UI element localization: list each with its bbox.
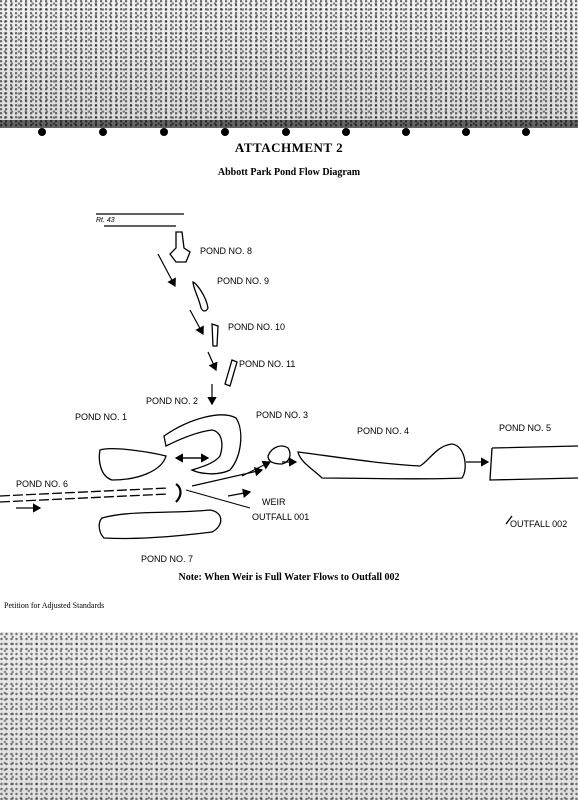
pond-7-label: POND NO. 7 — [141, 554, 194, 564]
binder-hole — [462, 128, 470, 136]
flow-arrow-10-11 — [207, 351, 218, 372]
binder-hole — [221, 128, 229, 136]
binder-holes — [0, 128, 578, 138]
pond-2-shape — [163, 414, 242, 475]
pond-4-shape — [297, 443, 466, 480]
flow-note: Note: When Weir is Full Water Flows to O… — [178, 572, 400, 583]
flow-arrow-to-outfall-001 — [227, 488, 252, 499]
pond-1-label: POND NO. 1 — [75, 412, 128, 422]
pond-4-label: POND NO. 4 — [357, 426, 410, 436]
weir-shape — [175, 483, 182, 503]
attachment-title: ATTACHMENT 2 — [234, 140, 344, 155]
outfall-002-marker — [505, 515, 513, 525]
binder-hole — [342, 128, 350, 136]
pond-9-label: POND NO. 9 — [217, 276, 270, 286]
outfall-002-label: OUTFALL 002 — [510, 519, 568, 529]
weir-label: WEIR — [262, 497, 286, 507]
binder-hole — [282, 128, 290, 136]
pond-3-label: POND NO. 3 — [256, 410, 309, 420]
scan-noise-bottom — [0, 632, 578, 800]
outfall-001-leader — [185, 489, 251, 509]
pond-3-shape — [267, 445, 291, 465]
binder-hole — [99, 128, 107, 136]
binder-hole — [402, 128, 410, 136]
binder-hole — [38, 128, 46, 136]
flow-arrow-weir-outfall — [191, 466, 264, 487]
pond-5-shape — [489, 445, 578, 481]
pond-6-channel — [0, 487, 169, 503]
pond-10-label: POND NO. 10 — [228, 322, 286, 332]
pond-7-shape — [98, 509, 222, 540]
outfall-001-label: OUTFALL 001 — [252, 512, 310, 522]
flow-arrow-8-9 — [157, 253, 176, 288]
pond-2-label: POND NO. 2 — [146, 396, 199, 406]
route-label: Rt. 43 — [96, 217, 115, 224]
pond-8-shape — [169, 231, 191, 263]
pond-11-label: POND NO. 11 — [239, 359, 296, 369]
binder-hole — [522, 128, 530, 136]
binder-hole — [160, 128, 168, 136]
route-line — [96, 213, 184, 227]
footer-text: Petition for Adjusted Standards — [4, 601, 105, 610]
pond-5-label: POND NO. 5 — [499, 423, 552, 433]
pond-6-label: POND NO. 6 — [16, 479, 69, 489]
pond-11-shape — [224, 359, 238, 387]
pond-1-shape — [98, 448, 167, 481]
pond-9-shape — [192, 280, 209, 312]
pond-8-label: POND NO. 8 — [200, 246, 253, 256]
diagram-title: Abbott Park Pond Flow Diagram — [217, 167, 361, 178]
flow-arrow-9-10 — [189, 309, 204, 336]
scan-noise-top — [0, 0, 578, 128]
pond-10-shape — [211, 323, 219, 347]
